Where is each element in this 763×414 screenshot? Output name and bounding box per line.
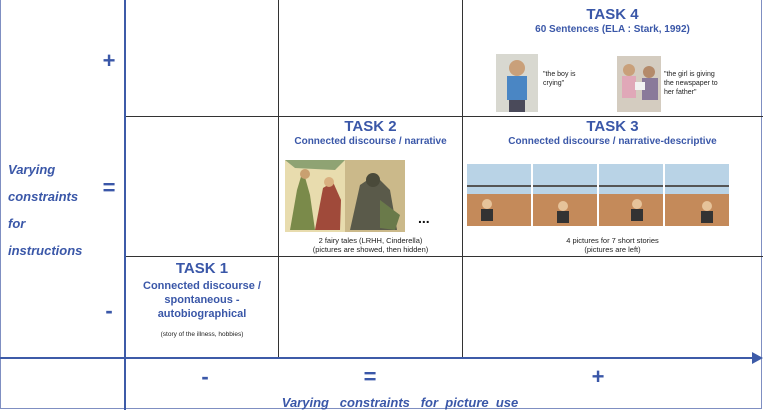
- grid-line-upper: [124, 116, 763, 117]
- task4-title: TASK 4: [586, 6, 639, 23]
- x-axis-label: Varying constraints for picture use: [281, 395, 519, 410]
- story-picture-4: [665, 164, 729, 226]
- task4-caption-line: crying": [543, 80, 565, 87]
- task2-note-line: 2 fairy tales (LRHH, Cinderella): [318, 236, 423, 245]
- story-picture-2: [533, 164, 597, 226]
- grid-line-lower: [124, 256, 763, 257]
- task4-caption-1: "the boy is crying": [543, 70, 603, 88]
- task4-subtitle: 60 Sentences (ELA : Stark, 1992): [535, 24, 690, 35]
- task2-note: 2 fairy tales (LRHH, Cinderella) (pictur…: [279, 236, 462, 254]
- task4-caption-2: "the girl is giving the newspaper to her…: [664, 70, 759, 97]
- y-axis-label: Varying constraints for instructions: [8, 156, 118, 264]
- task3-title: TASK 3: [586, 118, 639, 135]
- task2-ellipsis: ...: [418, 210, 430, 226]
- story-picture-3: [599, 164, 663, 226]
- y-axis-label-line: instructions: [8, 243, 83, 258]
- x-axis-arrow-icon: [752, 352, 763, 364]
- x-level-minus: -: [201, 364, 209, 389]
- task3-note-line: (pictures are left): [584, 245, 641, 254]
- story-picture-1: [467, 164, 531, 226]
- grid-line-col2: [462, 0, 463, 357]
- task3-cell: TASK 3 Connected discourse / narrative-d…: [463, 118, 762, 149]
- task4-caption-line: "the boy is: [543, 71, 576, 78]
- x-level-plus: +: [591, 364, 605, 389]
- x-level-equal: =: [363, 364, 377, 389]
- y-level-equal: =: [102, 175, 116, 200]
- task4-caption-line: the newspaper to: [664, 80, 718, 87]
- y-level-minus: -: [105, 298, 113, 323]
- task2-subtitle: Connected discourse / narrative: [294, 136, 447, 147]
- y-axis-line: [124, 0, 126, 410]
- girl-newspaper-photo: [617, 56, 661, 112]
- y-axis-label-line: Varying: [8, 162, 56, 177]
- task2-title: TASK 2: [344, 118, 397, 135]
- task1-subtitle-line: autobiographical: [157, 308, 247, 320]
- task4-caption-line: her father": [664, 89, 697, 96]
- task1-title: TASK 1: [175, 260, 229, 277]
- task1-subtitle: Connected discourse / spontaneous - auto…: [126, 279, 278, 321]
- fairy-tale-pictures: [285, 160, 405, 232]
- task4-cell: TASK 4 60 Sentences (ELA : Stark, 1992): [463, 6, 762, 37]
- task1-subtitle-line: Connected discourse /: [143, 280, 261, 292]
- task3-subtitle: Connected discourse / narrative-descript…: [508, 136, 717, 147]
- task3-note-line: 4 pictures for 7 short stories: [566, 236, 659, 245]
- boy-crying-photo: [496, 54, 538, 112]
- task3-note: 4 pictures for 7 short stories (pictures…: [463, 236, 762, 254]
- y-axis-label-line: constraints: [8, 189, 79, 204]
- task2-cell: TASK 2 Connected discourse / narrative: [279, 118, 462, 149]
- story-pictures: [467, 164, 729, 226]
- x-axis-line: [0, 357, 752, 359]
- task2-note-line: (pictures are showed, then hidden): [312, 245, 429, 254]
- task1-subtitle-line: spontaneous -: [164, 294, 240, 306]
- task1-cell: TASK 1 Connected discourse / spontaneous…: [126, 258, 278, 339]
- task4-caption-line: "the girl is giving: [664, 71, 715, 78]
- y-level-plus: +: [102, 48, 116, 73]
- task1-note: (story of the illness, hobbies): [160, 331, 244, 338]
- grid-line-col1: [278, 0, 279, 357]
- y-axis-label-line: for: [8, 216, 26, 231]
